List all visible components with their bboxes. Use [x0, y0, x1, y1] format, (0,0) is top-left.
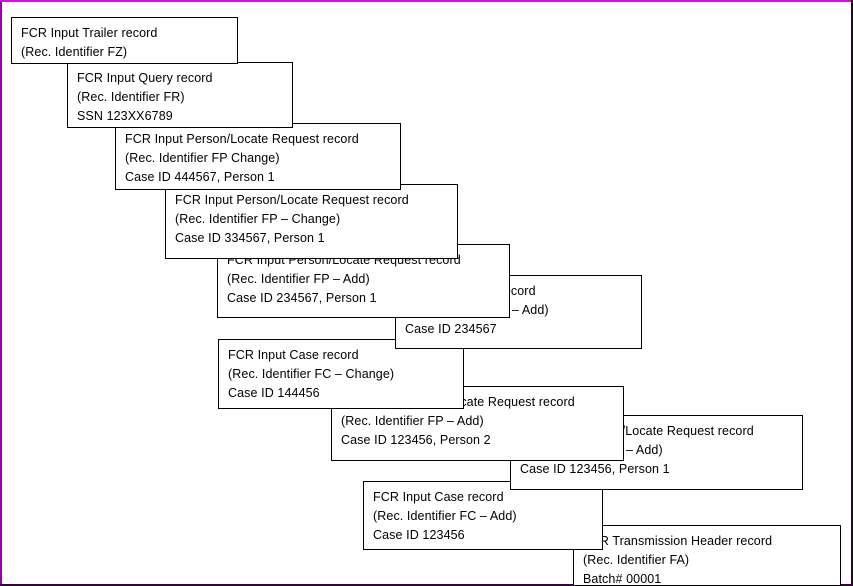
record-text-line-2: (Rec. Identifier FZ) [21, 45, 128, 59]
record-text-line-1: FCR Input Case record [373, 490, 504, 504]
transmission-header-record-box: FCR Transmission Header record (Rec. Iden… [573, 525, 841, 586]
record-text-line-3: SSN 123XX6789 [77, 109, 173, 123]
record-text-line-3: Case ID 123456, Person 1 [520, 462, 670, 476]
record-text-line-1: FCR Input Person/Locate Request record [125, 132, 359, 146]
record-text-line-3: Case ID 334567, Person 1 [175, 231, 325, 245]
record-text-line-3: Case ID 123456 [373, 528, 465, 542]
record-text-line-3: Batch# 00001 [583, 572, 662, 586]
record-text-line-2: (Rec. Identifier FP – Add) [227, 272, 370, 286]
record-text-line-2: (Rec. Identifier FP – Add) [341, 414, 484, 428]
record-text-line-1: FCR Transmission Header record [583, 534, 773, 548]
person-locate-request-record-box-334567: FCR Input Person/Locate Request record (R… [165, 184, 458, 259]
record-text-line-2: (Rec. Identifier FA) [583, 553, 690, 567]
record-text-line-1: FCR Input Case record [228, 348, 359, 362]
record-text-line-2: (Rec. Identifier FP Change) [125, 151, 280, 165]
frame-border-top [0, 0, 853, 2]
record-text-line-1: FCR Input Person/Locate Request record [175, 193, 409, 207]
record-text-line-2: (Rec. Identifier FC – Change) [228, 367, 395, 381]
record-text-line-1: FCR Input Query record [77, 71, 213, 85]
record-text-line-3: Case ID 234567 [405, 322, 497, 336]
record-text-line-3: Case ID 144456 [228, 386, 320, 400]
record-text-line-2: (Rec. Identifier FR) [77, 90, 185, 104]
query-record-box: FCR Input Query record (Rec. Identifier F… [67, 62, 293, 128]
case-record-box-123456: FCR Input Case record (Rec. Identifier FC… [363, 481, 603, 550]
person-locate-request-record-box-444567: FCR Input Person/Locate Request record (R… [115, 123, 401, 190]
frame-border-left [0, 0, 2, 586]
record-text-line-2: (Rec. Identifier FP – Change) [175, 212, 341, 226]
record-text-line-3: Case ID 123456, Person 2 [341, 433, 491, 447]
trailer-record-box: FCR Input Trailer record (Rec. Identifier… [11, 17, 238, 64]
record-text-line-3: Case ID 234567, Person 1 [227, 291, 377, 305]
frame-border-bottom [0, 584, 853, 586]
frame-border-right [851, 0, 853, 586]
case-record-box-144456: FCR Input Case record (Rec. Identifier FC… [218, 339, 464, 409]
record-text-line-3: Case ID 444567, Person 1 [125, 170, 275, 184]
record-text-line-2: (Rec. Identifier FC – Add) [373, 509, 517, 523]
record-text-line-1: FCR Input Trailer record [21, 26, 158, 40]
